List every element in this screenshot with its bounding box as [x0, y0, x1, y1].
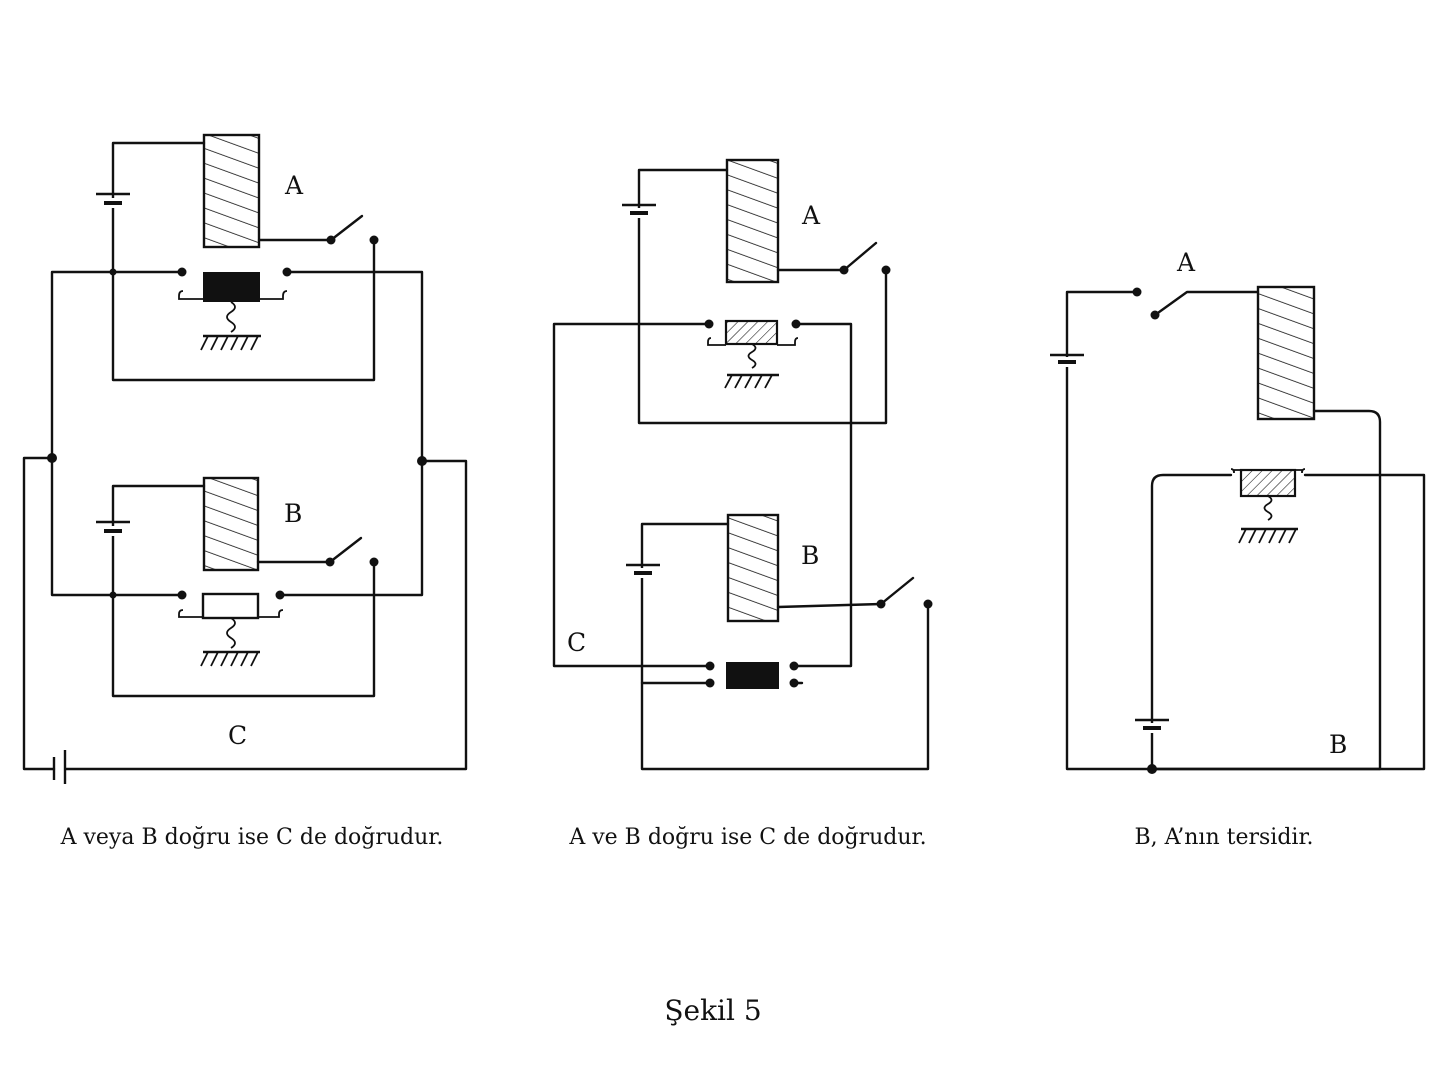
switch-b [776, 576, 933, 609]
armature-b-open [178, 592, 284, 667]
coil-b [202, 476, 260, 572]
output-label: C [228, 721, 247, 750]
relay [1050, 285, 1382, 771]
output-circuit-c [22, 267, 468, 784]
panel-caption: A veya B doğru ise C de doğrudur. [60, 825, 444, 850]
armature-a [707, 319, 799, 389]
relay-a [622, 158, 891, 425]
switch-a [1065, 287, 1382, 771]
coil-a [725, 158, 780, 284]
battery-b [626, 563, 660, 578]
armature-normally-closed [1230, 468, 1306, 544]
relay-b-label: B [284, 499, 302, 528]
output-circuit-c [552, 319, 853, 688]
relay-a-label: A [284, 171, 304, 200]
relay-a-label: A [1176, 248, 1196, 277]
relay-b [626, 513, 933, 771]
coil-b [726, 513, 780, 623]
coil-a [202, 133, 261, 249]
relay-a [96, 133, 379, 382]
not-circuit-panel: A B B, A’nın tersidir. [1050, 248, 1426, 850]
or-circuit-panel: A B C A veya B doğru ise C de doğrudur. [22, 133, 468, 850]
output-label: C [567, 628, 586, 657]
coil [1256, 285, 1316, 421]
panel-caption: A ve B doğru ise C de doğrudur. [568, 825, 926, 850]
armature-a-closed [178, 272, 288, 351]
relay-b [96, 476, 379, 698]
battery-b [96, 520, 130, 536]
and-circuit-panel: A B C A ve B doğru ise C de doğrudur. [552, 158, 933, 850]
switch-a [776, 241, 891, 275]
battery-a [1050, 353, 1084, 367]
panel-caption: B, A’nın tersidir. [1134, 825, 1313, 850]
relay-b-label: B [801, 541, 819, 570]
relay-b-label: B [1329, 730, 1347, 759]
switch-b [256, 536, 379, 567]
figure-caption: Şekil 5 [664, 994, 761, 1027]
battery-a [96, 192, 130, 208]
relay-a-label: A [801, 201, 821, 230]
switch-a [257, 214, 379, 245]
battery-a [622, 203, 656, 218]
battery-b [1135, 718, 1169, 733]
output-circuit-b [1135, 473, 1426, 774]
armature-b-closed [726, 662, 779, 689]
